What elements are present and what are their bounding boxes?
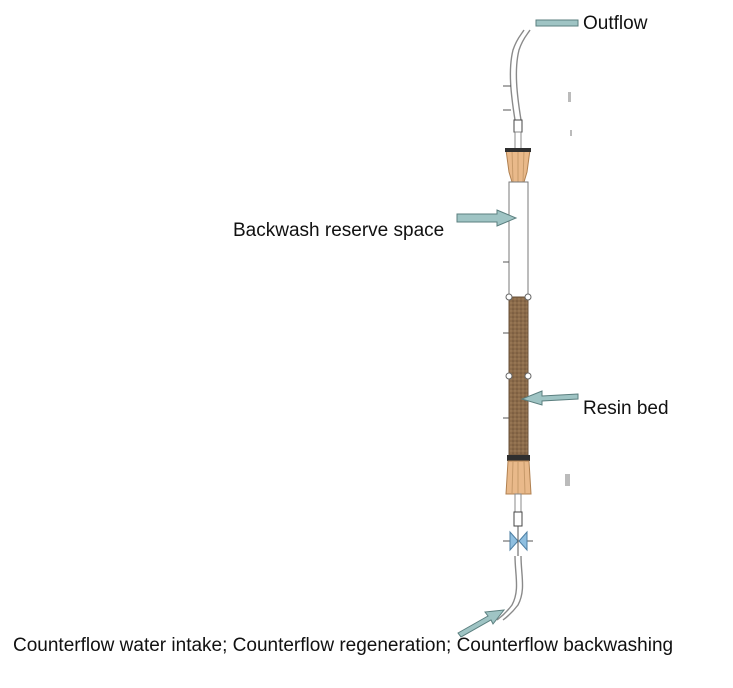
arrow-counterflow-intake [457, 609, 506, 638]
column-reserve-space [508, 181, 529, 298]
bottom-inlet-pipe [496, 555, 524, 621]
arrow-outflow [535, 19, 579, 27]
column-joints [505, 293, 532, 380]
valve-icon [503, 526, 533, 556]
resin-bed-label: Resin bed [583, 398, 669, 419]
counterflow-label: Counterflow water intake; Counterflow re… [13, 635, 674, 656]
top-pipe-neck [514, 131, 522, 151]
arrow-resin-bed [520, 390, 579, 406]
scale-ticks-upper [503, 85, 511, 111]
top-pipe-connector [513, 119, 523, 133]
scale-ticks-column [503, 217, 509, 419]
bottom-pipe-connector [513, 511, 523, 527]
bottom-pipe-neck [514, 493, 522, 513]
top-outlet-pipe [509, 29, 531, 121]
top-fitting [505, 148, 531, 183]
outflow-label: Outflow [583, 13, 648, 34]
arrow-backwash-reserve-space [456, 209, 518, 227]
backwash-reserve-space-label: Backwash reserve space [233, 220, 445, 241]
faint-marks [565, 92, 572, 486]
bottom-fitting [505, 455, 532, 495]
